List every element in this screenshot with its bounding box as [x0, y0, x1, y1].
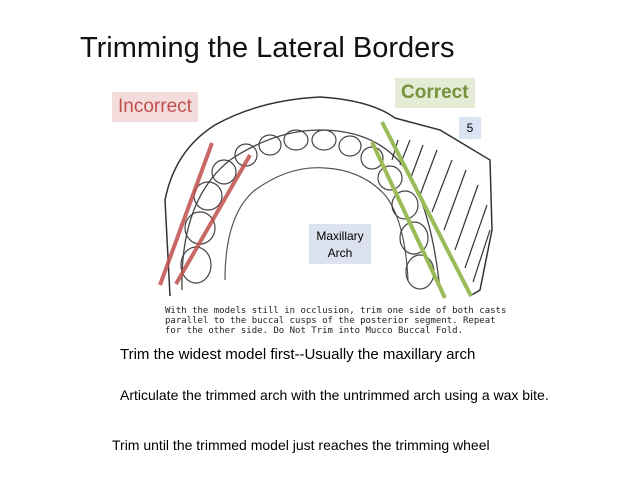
page-title: Trimming the Lateral Borders [80, 32, 455, 64]
instruction-2: Articulate the trimmed arch with the unt… [120, 387, 549, 403]
maxillary-arch-label: Maxillary Arch [309, 224, 371, 264]
maxillary-label-line1: Maxillary [316, 229, 364, 243]
number-badge: 5 [459, 117, 481, 139]
scan-caption-line3: for the other side. Do Not Trim into Muc… [165, 326, 464, 336]
scan-caption-line1: With the models still in occlusion, trim… [165, 306, 507, 316]
correct-line-2 [380, 121, 473, 297]
incorrect-label: Incorrect [112, 92, 198, 122]
instruction-1: Trim the widest model first--Usually the… [120, 346, 476, 363]
maxillary-label-line2: Arch [327, 246, 353, 260]
scan-caption-line2: parallel to the buccal cusps of the post… [165, 316, 496, 326]
teeth [180, 129, 435, 290]
incorrect-line-2 [174, 154, 252, 285]
model-outline [164, 96, 493, 297]
correct-line-1 [370, 141, 447, 299]
incorrect-line-1 [158, 142, 214, 286]
instruction-3: Trim until the trimmed model just reache… [112, 437, 490, 453]
correct-label: Correct [395, 78, 475, 108]
